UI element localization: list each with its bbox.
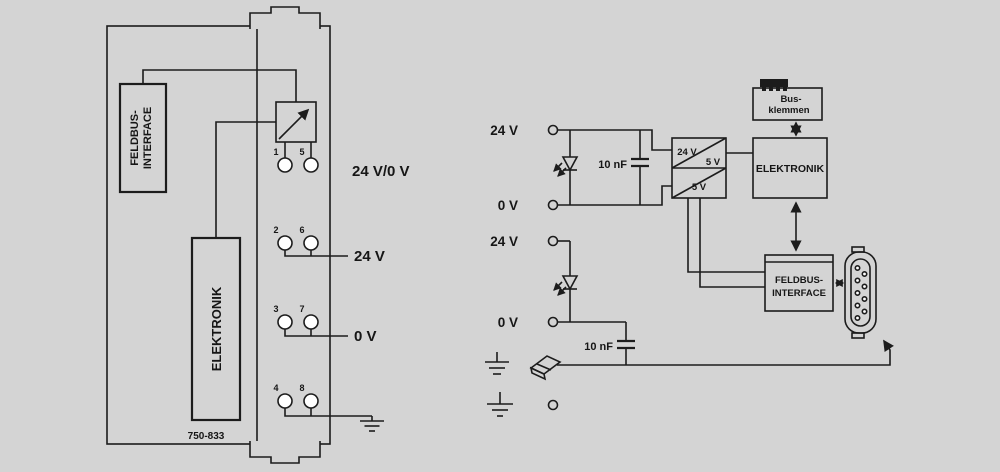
converter-isolated-output-label: 5 V — [692, 182, 707, 193]
supply-row-label: 24 V — [354, 248, 385, 265]
schematic-feldbus-label-line1: FELDBUS- — [775, 275, 823, 286]
converter-diagonal-top — [671, 137, 727, 169]
ground-row-label: 0 V — [354, 328, 377, 345]
feldbus-interface-box — [118, 82, 168, 194]
busklemmen-label-line1: Bus- — [780, 94, 801, 105]
terminal-number-3: 3 — [273, 304, 278, 314]
converter-diagonal-bottom — [671, 167, 727, 199]
elektronik-label: ELEKTRONIK — [209, 286, 224, 371]
terminal-number-1: 1 — [273, 147, 278, 157]
terminal-number-7: 7 — [299, 304, 304, 314]
field-24v-label: 24 V — [490, 234, 518, 249]
terminal-circle-2 — [277, 235, 293, 251]
din-rail-bottom-icon — [249, 441, 321, 464]
terminal-number-2: 2 — [273, 225, 278, 235]
capacitor-system: 10 nF — [598, 157, 649, 171]
terminal-number-5: 5 — [299, 147, 304, 157]
terminal-field-24v — [547, 235, 559, 247]
power-jumper-box — [275, 101, 317, 143]
converter-input-label: 24 V — [677, 147, 697, 158]
terminal-number-6: 6 — [299, 225, 304, 235]
module-internal-wires — [142, 69, 312, 238]
capacitor-system-label: 10 nF — [598, 159, 627, 171]
terminal-number-8: 8 — [299, 383, 304, 393]
module-outline — [106, 25, 331, 445]
feldbus-interface-label-line1: FELDBUS- — [129, 110, 141, 166]
converter-arrow-icon — [278, 108, 310, 140]
converter-output-label: 5 V — [706, 157, 721, 168]
busklemmen-box: Bus- klemmen — [752, 79, 823, 121]
terminal-circle-3 — [277, 314, 293, 330]
capacitor-field-label: 10 nF — [584, 341, 613, 353]
dcdc-converter-box: 24 V 5 V 5 V — [671, 137, 727, 199]
schematic-feldbus-box: FELDBUS- INTERFACE — [764, 254, 834, 312]
field-0v-label: 0 V — [498, 315, 518, 330]
earth-ground-icon-functional — [487, 392, 513, 417]
earth-ground-icon-shield — [485, 352, 509, 375]
terminal-numbers: 1 5 2 6 3 7 4 8 — [273, 147, 304, 393]
dsub9-connector-icon — [844, 246, 877, 339]
led-icon-field — [553, 275, 579, 296]
schematic-wires — [557, 129, 894, 366]
led-icon-system — [553, 156, 579, 177]
terminal-circle-5 — [303, 157, 319, 173]
bus-connector-icon — [760, 79, 788, 91]
terminal-circle-7 — [303, 314, 319, 330]
schematic-elektronik-label: ELEKTRONIK — [756, 163, 825, 175]
terminal-circle-8 — [303, 393, 319, 409]
schematic-feldbus-label-line2: INTERFACE — [772, 288, 826, 299]
terminal-system-0v — [547, 199, 559, 211]
schematic-terminals — [547, 124, 559, 411]
terminal-circle-6 — [303, 235, 319, 251]
shield-line-arrow — [557, 339, 894, 366]
din-rail-top-icon — [249, 6, 321, 29]
shield-clamp-icon — [529, 355, 562, 381]
part-number-label: 750-833 — [188, 431, 225, 442]
system-0v-label: 0 V — [498, 198, 518, 213]
jumper-row-label: 24 V/0 V — [352, 163, 410, 180]
busklemmen-label-line2: klemmen — [768, 105, 809, 116]
terminal-number-4: 4 — [273, 383, 278, 393]
circuit-schematic: 24 V 0 V 24 V 0 V — [485, 79, 894, 417]
elektronik-box — [190, 236, 242, 422]
feldbus-interface-label-line2: INTERFACE — [142, 107, 154, 169]
system-24v-label: 24 V — [490, 123, 518, 138]
schematic-elektronik-box: ELEKTRONIK — [752, 137, 828, 199]
terminal-contacts — [277, 157, 319, 409]
terminal-system-24v — [547, 124, 559, 136]
terminal-lead-wires — [284, 250, 372, 417]
terminal-circle-1 — [277, 157, 293, 173]
earth-ground-icon — [360, 416, 384, 432]
capacitor-field: 10 nF — [584, 339, 635, 353]
module-front-view: FELDBUS- INTERFACE ELEKTRONIK 1 5 2 6 3 … — [106, 6, 410, 464]
terminal-field-0v — [547, 316, 559, 328]
terminal-circle-4 — [277, 393, 293, 409]
terminal-functional-earth — [547, 399, 559, 411]
